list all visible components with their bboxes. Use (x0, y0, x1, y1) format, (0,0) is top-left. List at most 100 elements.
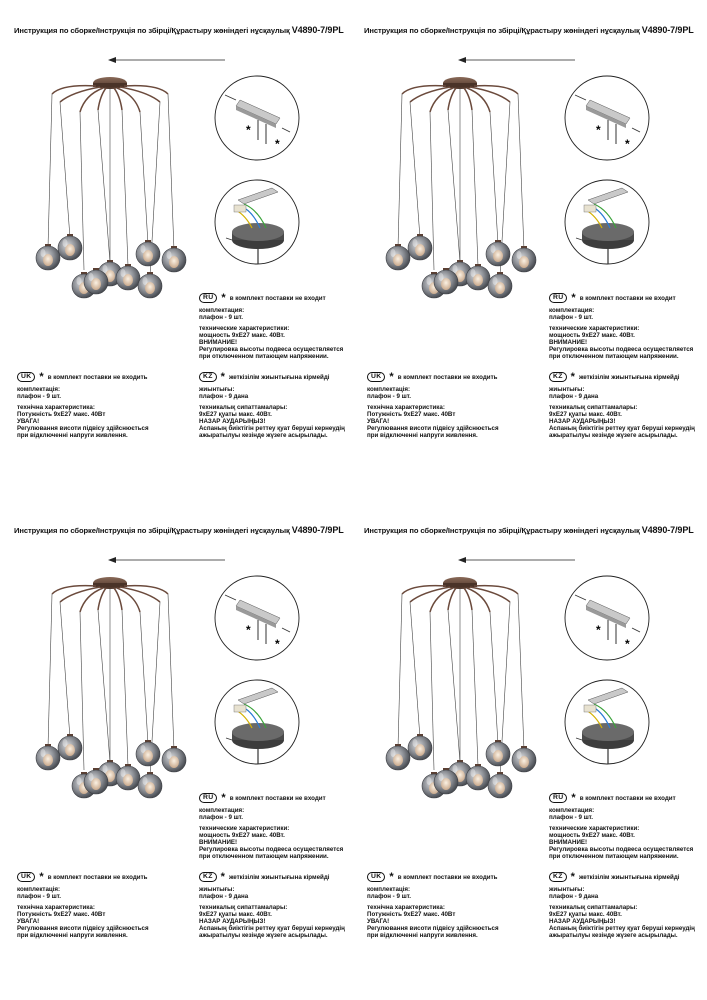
uk-kit-label: комплектація: (367, 386, 411, 393)
wiring-canopy-icon (564, 679, 650, 765)
uk-warn-line2: при відключенні напруги живлення. (17, 932, 128, 939)
kz-spec-label: техникалық сипаттамалары: (549, 404, 638, 411)
uk-spec-label: технічна характеристика: (17, 904, 95, 911)
svg-text:*: * (246, 623, 251, 637)
kz-kit-value: плафон - 9 дана (199, 393, 249, 400)
kz-spec-label: техникалық сипаттамалары: (199, 404, 288, 411)
uk-badge: UK (367, 872, 386, 882)
ru-not-included: в комплект поставки не входит (229, 794, 326, 802)
ru-badge: RU (549, 293, 568, 303)
kz-not-included: жеткізілім жиынтығына кірмейді (228, 873, 330, 881)
asterisk-icon: * (389, 871, 394, 883)
uk-warn-line1: Регулювання висоти підвісу здійснюється (17, 925, 149, 932)
uk-spec-value: Потужність 9xE27 макс. 40Вт (17, 911, 106, 918)
ru-kit-label: комплектация: (549, 307, 595, 314)
uk-section: UK*в комплект поставки не входить компле… (17, 872, 149, 939)
kz-spec-value: 9xE27 қуаты макс. 40Вт. (199, 911, 272, 918)
uk-warn-line2: при відключенні напруги живлення. (367, 932, 478, 939)
asterisk-icon: * (39, 871, 44, 883)
kz-kit-label: жиынтығы: (549, 886, 585, 893)
uk-kit-label: комплектація: (17, 886, 61, 893)
ru-warn-line2: при отключенном питающем напряжении. (549, 853, 679, 860)
ru-warn-label: ВНИМАНИЕ! (549, 839, 588, 846)
ru-not-included: в комплект поставки не входит (579, 794, 676, 802)
uk-warn-label: УВАГА! (17, 918, 40, 925)
ru-spec-value: мощность 9xE27 макс. 40Вт. (199, 332, 285, 339)
ru-kit-value: плафон - 9 шт. (549, 314, 593, 321)
kz-warn-line2: ажыратылуы кезінде жүзеге асырылады. (549, 432, 678, 439)
uk-not-included: в комплект поставки не входить (397, 373, 498, 381)
kz-spec-value: 9xE27 қуаты макс. 40Вт. (549, 411, 622, 418)
uk-spec-value: Потужність 9xE27 макс. 40Вт (17, 411, 106, 418)
uk-not-included: в комплект поставки не входить (397, 873, 498, 881)
sheet-title: Инструкция по сборке/Інструкція по збірц… (14, 525, 344, 535)
kz-kit-value: плафон - 9 дана (549, 893, 599, 900)
kz-badge: KZ (549, 372, 567, 382)
kz-warn-label: НАЗАР АУДАРЫҢЫЗ! (549, 418, 616, 425)
svg-text:*: * (275, 637, 280, 651)
kz-warn-line1: Аспаның биіктігін реттеу қуат беруші кер… (549, 425, 695, 432)
kz-badge: KZ (199, 872, 217, 882)
ru-kit-value: плафон - 9 шт. (199, 314, 243, 321)
instruction-sheet-top-left: Инструкция по сборке/Інструкція по збірц… (0, 0, 353, 500)
uk-not-included: в комплект поставки не входить (47, 373, 148, 381)
ru-section: RU*в комплект поставки не входит комплек… (199, 293, 343, 360)
uk-section: UK*в комплект поставки не входить компле… (17, 372, 149, 439)
kz-kit-label: жиынтығы: (199, 886, 235, 893)
ru-warn-label: ВНИМАНИЕ! (199, 839, 238, 846)
kz-spec-value: 9xE27 қуаты макс. 40Вт. (549, 911, 622, 918)
ru-warn-line2: при отключенном питающем напряжении. (199, 353, 329, 360)
kz-spec-value: 9xE27 қуаты макс. 40Вт. (199, 411, 272, 418)
mounting-bracket-icon: * * (564, 75, 650, 161)
uk-warn-label: УВАГА! (17, 418, 40, 425)
uk-spec-label: технічна характеристика: (17, 404, 95, 411)
ru-kit-label: комплектация: (199, 807, 245, 814)
uk-spec-value: Потужність 9xE27 макс. 40Вт (367, 911, 456, 918)
asterisk-icon: * (571, 292, 576, 304)
uk-badge: UK (17, 372, 36, 382)
kz-spec-label: техникалық сипаттамалары: (199, 904, 288, 911)
kz-section: KZ*жеткізілім жиынтығына кірмейді жиынты… (549, 372, 695, 439)
uk-warn-label: УВАГА! (367, 918, 390, 925)
asterisk-icon: * (221, 292, 226, 304)
ru-kit-label: комплектация: (199, 307, 245, 314)
ru-section: RU*в комплект поставки не входит комплек… (549, 793, 693, 860)
kz-warn-line2: ажыратылуы кезінде жүзеге асырылады. (549, 932, 678, 939)
ru-section: RU*в комплект поставки не входит комплек… (549, 293, 693, 360)
ru-not-included: в комплект поставки не входит (579, 294, 676, 302)
wiring-canopy-icon (564, 179, 650, 265)
kz-warn-label: НАЗАР АУДАРЫҢЫЗ! (199, 418, 266, 425)
arrow-left-icon (108, 57, 225, 63)
mounting-bracket-icon: * * (214, 75, 300, 161)
uk-warn-line1: Регулювання висоти підвісу здійснюється (367, 925, 499, 932)
asterisk-icon: * (389, 371, 394, 383)
ru-section: RU*в комплект поставки не входит комплек… (199, 793, 343, 860)
ru-warn-line1: Регулировка высоты подвеса осуществляетс… (549, 846, 694, 853)
ru-spec-label: технические характеристики: (549, 325, 640, 332)
kz-section: KZ*жеткізілім жиынтығына кірмейді жиынты… (199, 372, 345, 439)
uk-section: UK*в комплект поставки не входить компле… (367, 872, 499, 939)
ru-spec-value: мощность 9xE27 макс. 40Вт. (549, 332, 635, 339)
kz-badge: KZ (549, 872, 567, 882)
kz-warn-line1: Аспаның биіктігін реттеу қуат беруші кер… (199, 925, 345, 932)
kz-not-included: жеткізілім жиынтығына кірмейді (578, 873, 680, 881)
asterisk-icon: * (571, 792, 576, 804)
asterisk-icon: * (220, 371, 225, 383)
kz-warn-line1: Аспаның биіктігін реттеу қуат беруші кер… (199, 425, 345, 432)
asterisk-icon: * (221, 792, 226, 804)
ru-kit-value: плафон - 9 шт. (549, 814, 593, 821)
ru-spec-value: мощность 9xE27 макс. 40Вт. (549, 832, 635, 839)
ru-badge: RU (199, 793, 218, 803)
ru-warn-label: ВНИМАНИЕ! (199, 339, 238, 346)
uk-warn-line2: при відключенні напруги живлення. (367, 432, 478, 439)
asterisk-icon: * (570, 871, 575, 883)
uk-warn-line2: при відключенні напруги живлення. (17, 432, 128, 439)
wiring-canopy-icon (214, 179, 300, 265)
svg-text:*: * (246, 123, 251, 137)
ru-spec-value: мощность 9xE27 макс. 40Вт. (199, 832, 285, 839)
kz-not-included: жеткізілім жиынтығына кірмейді (228, 373, 330, 381)
ru-warn-label: ВНИМАНИЕ! (549, 339, 588, 346)
uk-spec-label: технічна характеристика: (367, 904, 445, 911)
mounting-bracket-icon: * * (214, 575, 300, 661)
svg-text:*: * (625, 637, 630, 651)
